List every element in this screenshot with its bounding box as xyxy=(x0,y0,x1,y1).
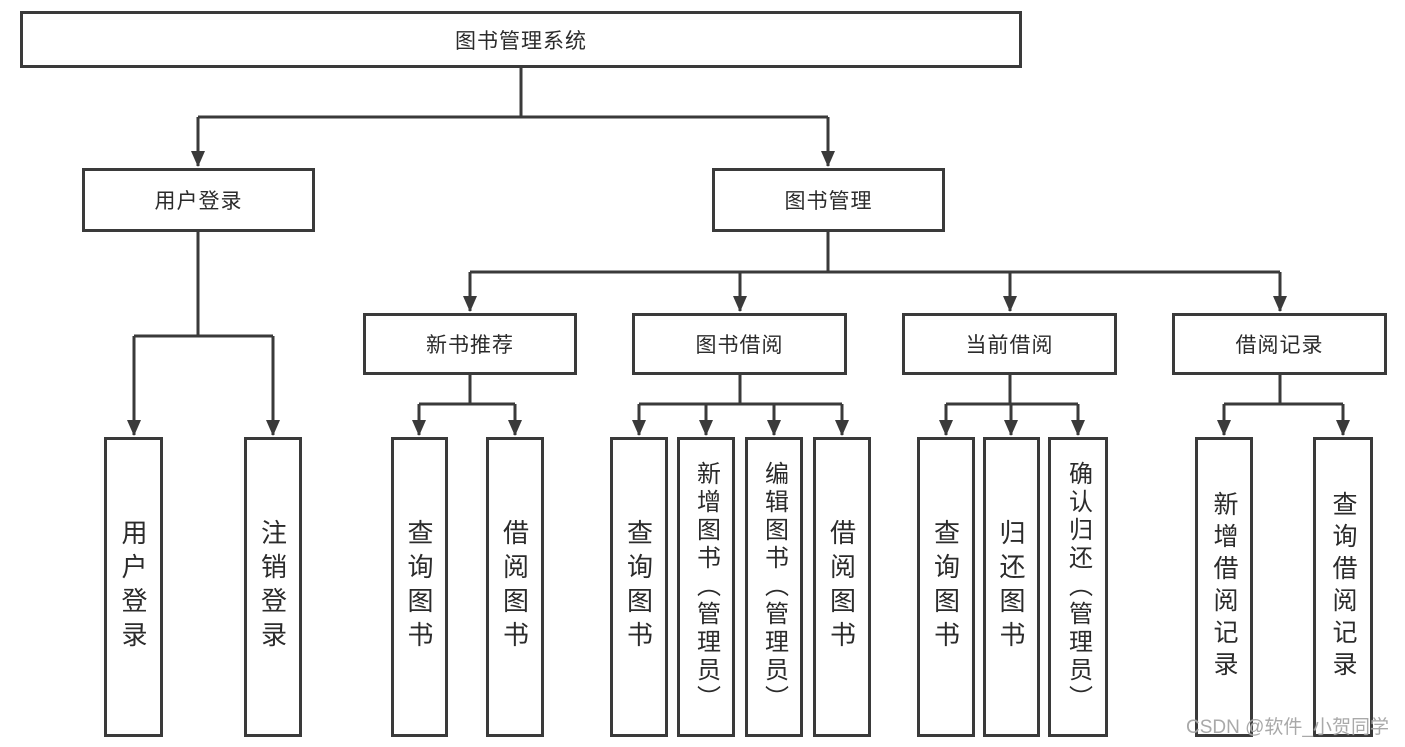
csdn-watermark: CSDN @软件_小贺同学 xyxy=(1186,717,1389,738)
node-current-borrowing: 当前借阅 xyxy=(902,313,1117,375)
node-label: 新书推荐 xyxy=(426,334,514,357)
node-leaf-query-books-borrow: 查询图书 xyxy=(610,437,668,737)
node-new-book-recommend: 新书推荐 xyxy=(363,313,577,375)
node-label: 图书管理系统 xyxy=(455,29,587,53)
node-leaf-return-books: 归还图书 xyxy=(983,437,1040,737)
node-label: 新增借阅记录 xyxy=(1210,491,1238,683)
node-label: 查询图书 xyxy=(623,519,654,655)
node-label: 查询借阅记录 xyxy=(1329,491,1357,683)
node-label: 用户登录 xyxy=(154,190,243,213)
node-label: 新增图书（管理员） xyxy=(692,461,720,713)
node-label: 编辑图书（管理员） xyxy=(760,461,788,713)
node-leaf-add-books-admin: 新增图书（管理员） xyxy=(677,437,735,737)
node-leaf-logout: 注销登录 xyxy=(244,437,302,737)
node-label: 注销登录 xyxy=(257,519,288,655)
node-leaf-borrow-books-recommend: 借阅图书 xyxy=(486,437,544,737)
node-label: 用户登录 xyxy=(118,519,148,655)
node-leaf-confirm-return-admin: 确认归还（管理员） xyxy=(1048,437,1108,737)
node-borrowing-records: 借阅记录 xyxy=(1172,313,1387,375)
node-label: 查询图书 xyxy=(930,519,961,655)
node-label: 查询图书 xyxy=(404,519,434,655)
node-leaf-edit-books-admin: 编辑图书（管理员） xyxy=(745,437,803,737)
node-leaf-borrow-books: 借阅图书 xyxy=(813,437,871,737)
node-leaf-query-books-current: 查询图书 xyxy=(917,437,975,737)
node-leaf-add-borrow-record: 新增借阅记录 xyxy=(1195,437,1253,737)
node-book-borrowing: 图书借阅 xyxy=(632,313,847,375)
node-leaf-query-borrow-record: 查询借阅记录 xyxy=(1313,437,1373,737)
node-root-library-system: 图书管理系统 xyxy=(20,11,1022,68)
node-label: 借阅图书 xyxy=(499,519,530,655)
node-label: 图书管理 xyxy=(784,190,873,213)
node-book-management: 图书管理 xyxy=(712,168,945,232)
node-label: 当前借阅 xyxy=(965,334,1054,357)
node-user-login-group: 用户登录 xyxy=(82,168,315,232)
node-label: 图书借阅 xyxy=(695,334,784,357)
node-label: 借阅记录 xyxy=(1235,334,1324,357)
node-label: 借阅图书 xyxy=(826,519,857,655)
node-leaf-user-login: 用户登录 xyxy=(104,437,163,737)
node-label: 归还图书 xyxy=(996,519,1026,655)
node-leaf-query-books-recommend: 查询图书 xyxy=(391,437,448,737)
node-label: 确认归还（管理员） xyxy=(1064,461,1092,713)
